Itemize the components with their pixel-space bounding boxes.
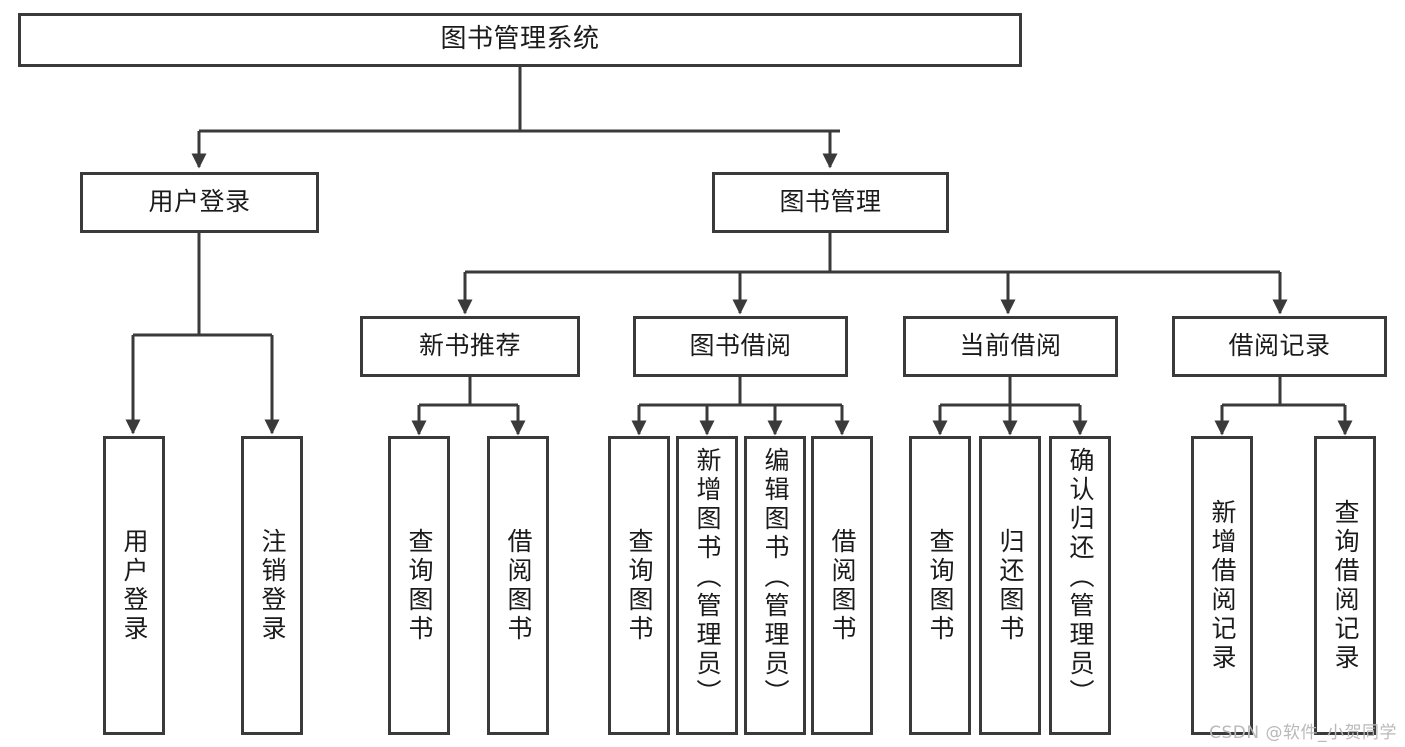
node-current-borrow[interactable]: 当前借阅: [903, 316, 1118, 377]
leaf-borrow-edit-book[interactable]: 编辑图书（管理员）: [744, 436, 806, 735]
leaf-record-add[interactable]: 新增借阅记录: [1191, 436, 1253, 735]
leaf-new-book-borrow-label: 借阅图书: [504, 527, 533, 644]
leaf-user-login-login-label: 用户登录: [120, 527, 149, 644]
node-borrow-record-label: 借阅记录: [1228, 331, 1331, 361]
leaf-current-return-book[interactable]: 归还图书: [979, 436, 1041, 735]
leaf-borrow-borrow-book-label: 借阅图书: [828, 527, 857, 644]
leaf-borrow-query-book[interactable]: 查询图书: [608, 436, 670, 735]
leaf-borrow-borrow-book[interactable]: 借阅图书: [811, 436, 873, 735]
leaf-record-add-label: 新增借阅记录: [1208, 498, 1237, 673]
node-new-book-recommend-label: 新书推荐: [418, 331, 521, 361]
leaf-current-confirm-return-label: 确认归还（管理员）: [1066, 447, 1095, 708]
leaf-user-login-logout[interactable]: 注销登录: [241, 436, 303, 735]
leaf-borrow-add-book[interactable]: 新增图书（管理员）: [676, 436, 738, 735]
leaf-borrow-query-book-label: 查询图书: [625, 527, 654, 644]
leaf-current-query-book[interactable]: 查询图书: [909, 436, 971, 735]
node-current-borrow-label: 当前借阅: [959, 331, 1062, 361]
leaf-current-return-book-label: 归还图书: [996, 527, 1025, 644]
node-user-login[interactable]: 用户登录: [80, 172, 319, 233]
node-book-management[interactable]: 图书管理: [712, 172, 949, 233]
leaf-current-query-book-label: 查询图书: [926, 527, 955, 644]
leaf-user-login-login[interactable]: 用户登录: [103, 436, 165, 735]
node-borrow-record[interactable]: 借阅记录: [1172, 316, 1387, 377]
node-root[interactable]: 图书管理系统: [18, 13, 1022, 67]
leaf-borrow-edit-book-label: 编辑图书（管理员）: [761, 447, 790, 708]
leaf-current-confirm-return[interactable]: 确认归还（管理员）: [1049, 436, 1111, 735]
leaf-new-book-query-label: 查询图书: [405, 527, 434, 644]
node-user-login-label: 用户登录: [148, 187, 251, 217]
node-book-borrow-label: 图书借阅: [689, 331, 792, 361]
node-new-book-recommend[interactable]: 新书推荐: [360, 316, 580, 377]
node-book-management-label: 图书管理: [779, 187, 882, 217]
node-root-label: 图书管理系统: [440, 24, 600, 55]
leaf-new-book-borrow[interactable]: 借阅图书: [487, 436, 549, 735]
leaf-record-query-label: 查询借阅记录: [1331, 498, 1360, 673]
node-book-borrow[interactable]: 图书借阅: [633, 316, 848, 377]
leaf-new-book-query[interactable]: 查询图书: [388, 436, 450, 735]
leaf-record-query[interactable]: 查询借阅记录: [1314, 436, 1376, 735]
leaf-user-login-logout-label: 注销登录: [258, 527, 287, 644]
watermark: CSDN @软件_小贺同学: [1209, 723, 1397, 743]
leaf-borrow-add-book-label: 新增图书（管理员）: [693, 447, 722, 708]
